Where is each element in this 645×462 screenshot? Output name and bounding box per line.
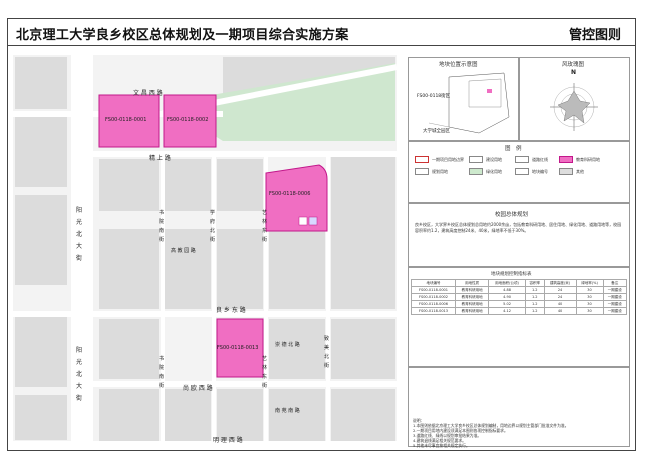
legend-title: 图 例	[505, 146, 522, 152]
road-label: 致 美 北 街	[324, 336, 330, 369]
legend-item: 地块编号	[515, 168, 548, 175]
locator-map: 地块位置示意图 FS00-0118街区 大学城全园区	[408, 57, 519, 141]
parcel-FS00-0118-0001	[98, 94, 160, 148]
notes-title: 说明：	[413, 418, 425, 423]
parcel-label: FS00-0118-0013	[217, 345, 259, 351]
indicator-title: 地块规划控制指标表	[491, 272, 532, 277]
road-label: 书 院 南 街	[159, 210, 165, 243]
sheet-type-label: 管控图则	[568, 28, 621, 43]
locator-label: FS00-0118街区	[417, 94, 451, 99]
map-block	[331, 389, 395, 441]
note-line: 1.本图则依据北京理工大学良乡校区总体规划编制，用地边界以规划主管部门批准文件为…	[413, 423, 569, 428]
indicator-table: 地块编号用地性质用地面积(公顷)容积率建筑高度(米)绿地率(%)备注 FS00-…	[410, 279, 628, 315]
site-map[interactable]: FS00-0118-0001 FS00-0118-0002 FS00-0118-…	[13, 55, 397, 449]
map-block	[269, 319, 325, 379]
map-block	[331, 319, 395, 379]
map-block	[15, 117, 67, 187]
planning-section: 校园总体规划 良乡校区，大学界乡校区总体规划总用地约2000余亩，包括教育科研用…	[408, 203, 630, 267]
legend-item: 建设用地	[469, 156, 502, 163]
map-block	[165, 389, 211, 441]
parcel-label: FS00-0118-0006	[269, 191, 311, 197]
map-block	[217, 229, 263, 309]
road-label: 艺 林 东 街	[262, 356, 268, 389]
map-block	[15, 395, 67, 440]
map-block	[331, 155, 395, 309]
road-label: 良 乡 东 路	[216, 307, 246, 314]
legend-item: 道路红线	[515, 156, 548, 163]
road-label: 阳光北大街	[76, 207, 83, 262]
map-block	[15, 57, 67, 109]
legend-item: 绿化用地	[469, 168, 502, 175]
road-label: 南 苑 南 路	[275, 408, 300, 414]
road-label: 明 理 西 路	[213, 437, 243, 444]
legend-item: 规划用地	[415, 168, 448, 175]
map-block	[269, 389, 325, 441]
note-line: 2.一期项目用地内建设须满足本图则各项控制指标要求。	[413, 428, 508, 433]
note-line: 3.道路红线、绿线以规划审批结果为准。	[413, 433, 482, 438]
road-label: 艺 林 东 街	[262, 210, 268, 243]
road-label: 尚 欧 西 路	[183, 385, 213, 392]
parcel-label: FS00-0118-0001	[105, 117, 147, 123]
legend: 图 例 一期项目用地边界 建设用地 道路红线 教育科研用地 规划用地 绿化用地 …	[408, 141, 630, 203]
note-line: 4.建筑退线满足相关规范要求。	[413, 438, 466, 443]
road-label: 精 上 路	[149, 155, 171, 162]
map-block	[269, 229, 325, 309]
locator-title: 地块位置示意图	[439, 62, 478, 68]
wind-rose-title: 风玫瑰图	[562, 62, 585, 68]
map-canvas	[13, 55, 397, 449]
legend-item: 一期项目用地边界	[415, 156, 464, 163]
indicator-table-section: 地块规划控制指标表 地块编号用地性质用地面积(公顷)容积率建筑高度(米)绿地率(…	[408, 267, 630, 367]
info-panel: 地块位置示意图 FS00-0118街区 大学城全园区 风玫瑰图 N	[408, 57, 630, 448]
wind-rose: 风玫瑰图 N	[519, 57, 630, 141]
notes-block: 说明： 1.本图则依据北京理工大学良乡校区总体规划编制，用地边界以规划主管部门批…	[413, 418, 627, 448]
planning-title: 校园总体规划	[495, 212, 529, 218]
road-label: 阳光北大街	[76, 347, 83, 402]
table-header-row: 地块编号用地性质用地面积(公顷)容积率建筑高度(米)绿地率(%)备注	[410, 279, 628, 287]
locator-label: 大学城全园区	[423, 129, 450, 134]
green-belt	[163, 63, 395, 141]
road-label: 崇 德 北 路	[275, 342, 300, 348]
map-block	[165, 159, 211, 211]
legend-item: 其他	[559, 168, 584, 175]
wind-rose-drawing	[550, 83, 598, 131]
map-block	[99, 389, 159, 441]
drawing-sheet: 北京理工大学良乡校区总体规划及一期项目综合实施方案 管控图则	[7, 18, 636, 451]
map-block	[15, 317, 67, 387]
note-line: 5.其他未尽事宜按相关规定执行。	[413, 443, 470, 448]
map-block	[99, 229, 159, 309]
map-block	[217, 389, 263, 441]
road-label: 书 院 南 街	[159, 356, 165, 389]
road-label: 高 教 园 路	[171, 248, 196, 254]
title-bar: 北京理工大学良乡校区总体规划及一期项目综合实施方案 管控图则	[8, 19, 635, 46]
map-block	[165, 229, 211, 309]
map-block	[99, 319, 159, 379]
compass-label: N	[571, 69, 577, 76]
road-label: 学 府 北 街	[210, 210, 216, 243]
page-title: 北京理工大学良乡校区总体规划及一期项目综合实施方案	[16, 28, 349, 43]
road-label: 文 昌 西 路	[133, 90, 163, 97]
legend-item: 教育科研用地	[559, 156, 600, 163]
map-block	[99, 159, 159, 211]
planning-text: 良乡校区，大学界乡校区总体规划总用地约2000余亩，包括教育科研用地、居住用地、…	[415, 222, 622, 233]
map-block	[217, 159, 263, 211]
parcel-FS00-0118-0002	[163, 94, 217, 148]
notes-section: 说明： 1.本图则依据北京理工大学良乡校区总体规划编制，用地边界以规划主管部门批…	[408, 367, 630, 448]
parcel-FS00-0118-0006	[265, 164, 328, 232]
parcel-label: FS00-0118-0002	[167, 117, 209, 123]
locator-drawing	[428, 72, 510, 134]
map-block	[15, 195, 67, 285]
parcel-FS00-0118-0013	[216, 318, 264, 378]
